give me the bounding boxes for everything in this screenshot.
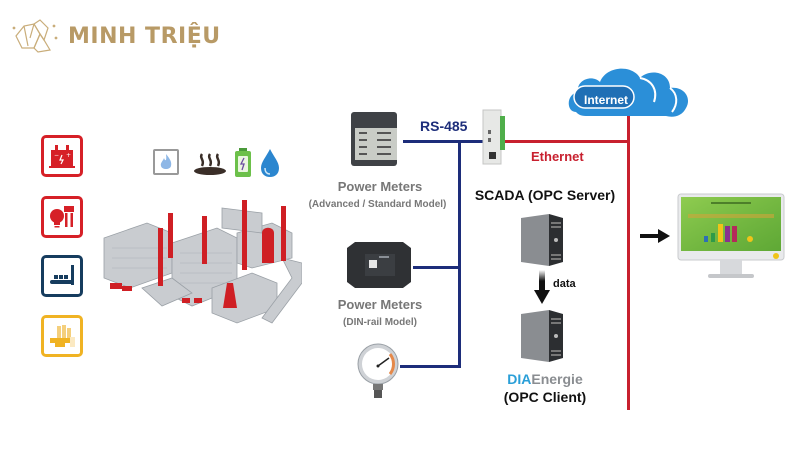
steam-icon	[194, 153, 226, 175]
power-meter-advanced-icon	[351, 112, 397, 166]
brand-name: MINH TRIỆU	[68, 23, 221, 49]
category-battery: − +	[41, 135, 83, 177]
meter-advanced-title: Power Meters	[337, 179, 423, 194]
ethernet-backbone	[627, 110, 630, 410]
machinery-icon	[50, 325, 75, 347]
output-arrow-icon	[640, 229, 670, 243]
industrial-plant-illustration	[103, 200, 302, 324]
water-drop-icon	[261, 149, 279, 177]
svg-text:−: −	[54, 152, 59, 159]
client-server-icon	[521, 310, 563, 362]
rs485-branch-gauge	[400, 365, 461, 368]
ethernet-label: Ethernet	[531, 149, 584, 164]
client-brand: DIAEnergie	[480, 371, 610, 387]
svg-text:+: +	[66, 152, 71, 159]
conveyor-icon	[50, 265, 74, 285]
scada-server-icon	[521, 214, 563, 266]
gas-flame-icon	[160, 154, 172, 169]
electricity-battery-icon	[235, 148, 251, 177]
scada-title: SCADA (OPC Server)	[474, 187, 616, 203]
ethernet-link	[505, 140, 630, 143]
client-brand-prefix: DIA	[507, 371, 532, 387]
battery-icon: − +	[49, 145, 75, 168]
category-lighting	[41, 196, 83, 238]
power-meter-din-icon	[347, 242, 411, 288]
internet-label: Internet	[583, 93, 628, 107]
utility-gas	[153, 149, 179, 175]
brand-logo: MINH TRIỆU	[10, 18, 221, 54]
dashboard-monitor-icon	[677, 193, 785, 278]
category-conveyor	[41, 255, 83, 297]
meter-din-title: Power Meters	[337, 297, 423, 312]
client-brand-suffix: Energie	[531, 371, 583, 387]
data-flow-arrow-icon	[534, 270, 550, 304]
meter-advanced-subtitle: (Advanced / Standard Model)	[308, 199, 447, 210]
plc-controller-icon	[482, 109, 505, 165]
internet-cloud-icon	[568, 68, 689, 117]
lighting-icon	[50, 206, 74, 228]
meter-din-subtitle: (DIN-rail Model)	[343, 317, 417, 328]
pressure-gauge-icon	[357, 343, 399, 398]
rs485-bus-vertical	[458, 140, 461, 368]
client-subtitle: (OPC Client)	[503, 389, 587, 405]
data-label: data	[553, 278, 576, 290]
rs485-branch-din-meter	[413, 266, 460, 269]
category-machinery	[41, 315, 83, 357]
crystal-logo-icon	[12, 19, 58, 53]
rs485-label: RS-485	[420, 118, 468, 134]
rs485-bus-top	[403, 140, 485, 143]
